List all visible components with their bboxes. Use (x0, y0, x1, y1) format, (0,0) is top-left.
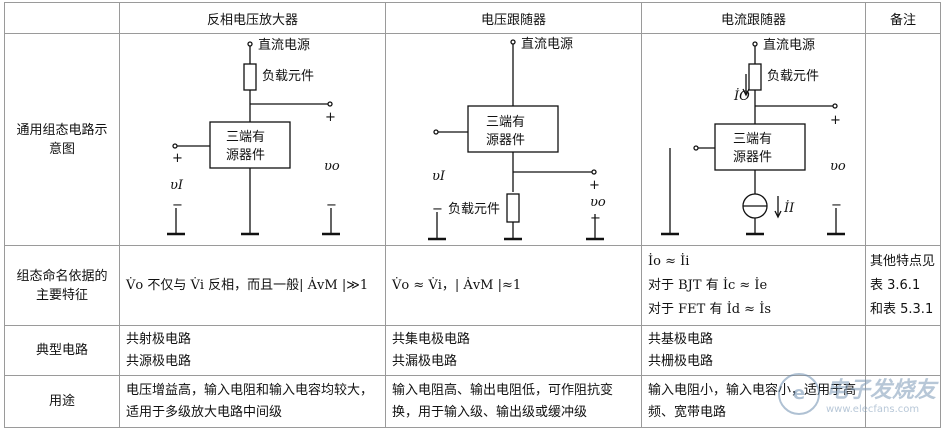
col-divider (385, 3, 386, 427)
typical-inverting: 共射极电路 共源极电路 (120, 326, 385, 375)
naming-c3-line3: 对于 FET 有 İd ≈ İs (648, 301, 771, 317)
row-divider (5, 325, 940, 326)
ii-label: İI (783, 199, 795, 216)
device-label-line1: 三端有 (486, 115, 525, 130)
col-divider (119, 3, 120, 427)
device-label-line2: 源器件 (733, 150, 772, 165)
vi-label: υI (170, 178, 184, 193)
dc-supply-label: 直流电源 (258, 38, 310, 53)
vi-minus: − (432, 202, 443, 217)
load-label: 负载元件 (448, 202, 500, 217)
device-label-line2: 源器件 (226, 148, 265, 163)
typical-c3-line2: 共栅极电路 (648, 353, 714, 369)
naming-c3-line2: 对于 BJT 有 İc ≈ İe (648, 277, 768, 293)
voltage-follower-diagram: 直流电源 三端有 源器件 υI − 负载元件 + υo − (428, 37, 606, 241)
naming-voltage-follower: V̇o ≈ V̇i，| ȦvM |≈1 (392, 278, 522, 293)
load-resistor (243, 63, 257, 91)
load-resistor (506, 193, 520, 223)
load-resistor (748, 63, 762, 91)
remark-cell: 其他特点见表 3.6.1 和表 5.3.1 (870, 253, 936, 317)
watermark: e 电子发烧友 www.elecfans.com (778, 372, 936, 415)
typical-c3-line1: 共基极电路 (648, 331, 714, 347)
header-inverting-amp: 反相电压放大器 (206, 12, 298, 28)
device-label-line1: 三端有 (733, 132, 772, 147)
row-divider (5, 33, 940, 34)
vi-minus: − (172, 198, 183, 213)
header-remark: 备注 (889, 12, 916, 28)
three-terminal-device (714, 123, 806, 171)
watermark-url: www.elecfans.com (826, 404, 920, 415)
load-label: 负载元件 (767, 69, 819, 84)
typical-c1-line1: 共射极电路 (126, 331, 192, 347)
header-voltage-follower: 电压跟随器 (480, 12, 546, 28)
row-label-diagram: 通用组态电路示意图 (16, 122, 108, 157)
col-divider (865, 3, 866, 427)
load-label: 负载元件 (262, 69, 314, 84)
naming-inverting: V̇o 不仅与 V̇i 反相，而且一般| ȦvM |≫1 (126, 278, 369, 293)
device-label-line1: 三端有 (226, 130, 265, 145)
vi-plus: + (172, 151, 183, 166)
inverting-amp-diagram: 直流电源 负载元件 三端有 源器件 + υI − + υo − (167, 38, 340, 236)
current-follower-diagram: 直流电源 负载元件 İO 三端有 源器件 İI + υo − (661, 38, 846, 236)
naming-c3-line1: İo ≈ İi (648, 253, 690, 269)
header-current-follower: 电流跟随器 (720, 12, 786, 28)
watermark-logo-icon: e (778, 372, 820, 415)
vo-minus: − (831, 198, 842, 213)
vi-label: υI (432, 169, 446, 184)
typical-c2-line1: 共集电极电路 (392, 331, 471, 347)
row-label-typical: 典型电路 (35, 343, 88, 358)
vo-label: υo (324, 159, 340, 174)
use-voltage-follower: 输入电阻高、输出电阻低，可作阻抗变换，用于输入级、输出级或缓冲级 (392, 382, 614, 420)
vo-minus: − (326, 198, 337, 213)
row-divider (5, 375, 940, 376)
vo-label: υo (830, 159, 846, 174)
vo-label: υo (590, 195, 606, 210)
vo-plus: + (325, 110, 336, 125)
io-label: İO (733, 87, 750, 104)
naming-current-follower: İo ≈ İi 对于 BJT 有 İc ≈ İe 对于 FET 有 İd ≈ İ… (642, 246, 865, 325)
row-divider (5, 245, 940, 246)
comparison-table: 反相电压放大器 电压跟随器 电流跟随器 备注 通用组态电路示意图 组态命名依据的… (4, 2, 941, 428)
device-label-line2: 源器件 (486, 133, 525, 148)
typical-voltage-follower: 共集电极电路 共漏极电路 (386, 326, 641, 375)
vo-plus: + (830, 113, 841, 128)
typical-c1-line2: 共源极电路 (126, 353, 192, 369)
vo-plus: + (589, 178, 600, 193)
row-label-use: 用途 (48, 394, 75, 409)
vo-minus: − (590, 211, 601, 226)
dc-supply-label: 直流电源 (763, 38, 815, 53)
dc-supply-label: 直流电源 (521, 37, 573, 52)
use-inverting: 电压增益高，输入电阻和输入电容均较大，适用于多级放大电路中间级 (126, 382, 374, 420)
typical-c2-line2: 共漏极电路 (392, 353, 458, 369)
watermark-text: 电子发烧友 (826, 378, 937, 403)
col-divider (641, 3, 642, 427)
typical-current-follower: 共基极电路 共栅极电路 (642, 326, 865, 375)
row-label-naming: 组态命名依据的主要特征 (16, 268, 108, 303)
